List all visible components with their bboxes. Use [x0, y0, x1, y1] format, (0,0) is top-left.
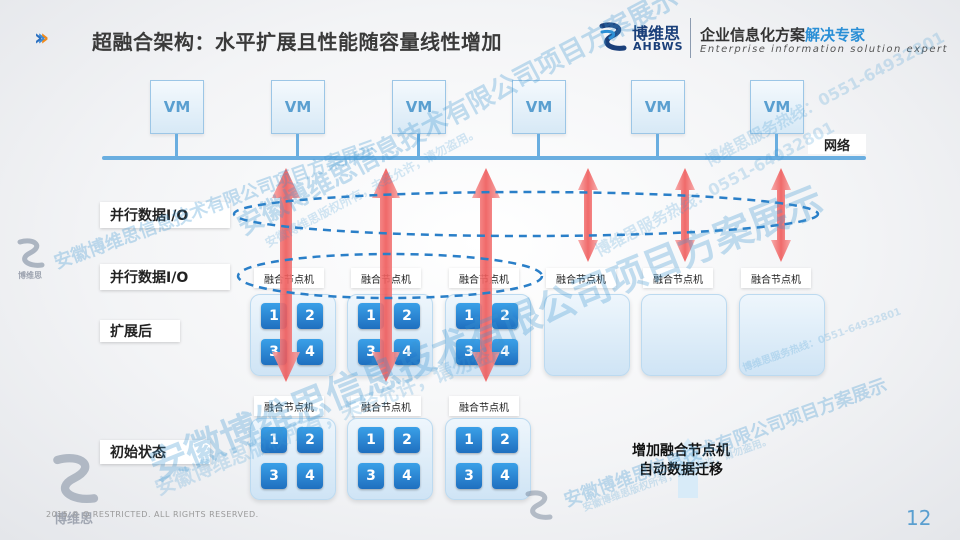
migration-line-1: 增加融合节点机 [632, 443, 730, 459]
logo-subtext: AHBWS [633, 40, 684, 53]
logo-text: 博维思 [632, 24, 681, 43]
node-label: 融合节点机 [741, 268, 811, 288]
converged-node: 1 2 3 4 [445, 418, 531, 500]
parallel-io-label-bottom: 并行数据I/O [100, 264, 230, 290]
vm-label: VM [405, 98, 433, 116]
converged-node-empty [544, 294, 630, 376]
storage-cell: 4 [297, 339, 323, 365]
storage-cell: 4 [394, 463, 420, 489]
node-label: 融合节点机 [351, 268, 421, 288]
migration-line-2: 自动数据迁移 [639, 462, 723, 478]
storage-cell: 3 [261, 339, 287, 365]
watermark-logo-icon [525, 490, 553, 520]
storage-cell: 2 [394, 303, 420, 329]
storage-cell: 2 [492, 427, 518, 453]
page-number: 12 [906, 506, 932, 530]
vm-label: VM [163, 98, 191, 116]
vm-box: VM [512, 80, 566, 134]
slogan-english: Enterprise information solution expert [700, 44, 949, 55]
storage-cell: 3 [261, 463, 287, 489]
vm-box: VM [271, 80, 325, 134]
watermark-logo-icon [17, 238, 45, 268]
node-label: 融合节点机 [254, 396, 324, 416]
vm-connector [417, 134, 420, 156]
node-label: 融合节点机 [449, 396, 519, 416]
vm-box: VM [392, 80, 446, 134]
node-label: 融合节点机 [351, 396, 421, 416]
vm-connector [537, 134, 540, 156]
storage-cell: 2 [297, 303, 323, 329]
converged-node: 1 2 3 4 [347, 418, 433, 500]
watermark-logo-text: 博维思 [18, 271, 42, 280]
vm-connector [175, 134, 178, 156]
storage-cell: 3 [358, 463, 384, 489]
vm-label: VM [525, 98, 553, 116]
vm-connector [296, 134, 299, 156]
network-bus [102, 156, 866, 160]
after-expansion-label: 扩展后 [100, 320, 180, 342]
converged-node: 1 2 3 4 [250, 294, 336, 376]
storage-cell: 1 [261, 427, 287, 453]
converged-node-empty [739, 294, 825, 376]
converged-node-empty [641, 294, 727, 376]
vm-connector [656, 134, 659, 156]
vm-box: VM [150, 80, 204, 134]
storage-cell: 4 [297, 463, 323, 489]
network-label: 网络 [808, 134, 866, 154]
slogan: 企业信息化方案解决专家 [700, 24, 865, 45]
storage-cell: 1 [358, 427, 384, 453]
node-label: 融合节点机 [254, 268, 324, 288]
watermark-logo-icon [53, 454, 99, 504]
vm-label: VM [644, 98, 672, 116]
migration-note: 增加融合节点机 自动数据迁移 [632, 442, 730, 480]
storage-cell: 3 [456, 463, 482, 489]
converged-node: 1 2 3 4 [250, 418, 336, 500]
node-label: 融合节点机 [546, 268, 616, 288]
storage-cell: 1 [456, 427, 482, 453]
header-divider [690, 18, 691, 58]
vm-label: VM [763, 98, 791, 116]
storage-cell: 2 [297, 427, 323, 453]
initial-state-label: 初始状态 [100, 440, 210, 464]
slogan-highlight: 解决专家 [805, 26, 866, 44]
storage-cell: 1 [261, 303, 287, 329]
storage-cell: 4 [492, 463, 518, 489]
page-title: 超融合架构：水平扩展且性能随容量线性增加 [92, 30, 502, 54]
parallel-io-label-top: 并行数据I/O [100, 202, 230, 228]
vm-connector [775, 134, 778, 156]
copyright-footer: 2015 © O RESTRICTED. ALL RIGHTS RESERVED… [46, 510, 259, 519]
slogan-main: 企业信息化方案 [700, 26, 806, 44]
logo-icon [599, 22, 627, 51]
storage-cell: 1 [358, 303, 384, 329]
vm-box: VM [750, 80, 804, 134]
node-label: 融合节点机 [643, 268, 713, 288]
node-label: 融合节点机 [449, 268, 519, 288]
storage-cell: 2 [394, 427, 420, 453]
watermark-logo-text: 博维思 [54, 512, 94, 527]
chevron-icon: ››› [34, 26, 49, 51]
vm-label: VM [284, 98, 312, 116]
vm-box: VM [631, 80, 685, 134]
